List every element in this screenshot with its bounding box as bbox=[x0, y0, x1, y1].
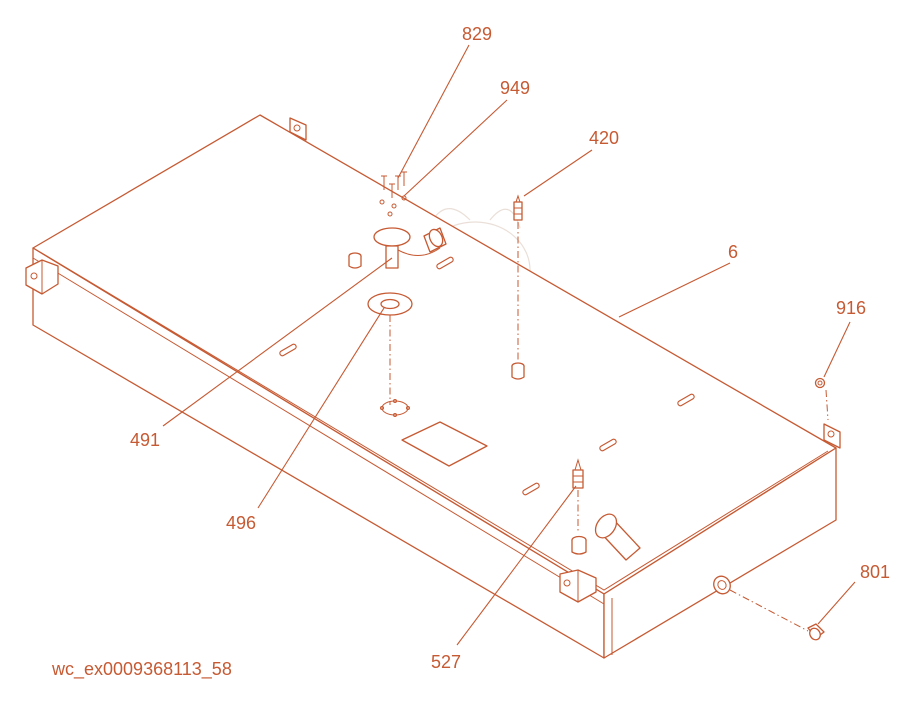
callout-491: 491 bbox=[130, 430, 160, 450]
access-plate bbox=[401, 421, 488, 467]
filler-neck bbox=[594, 513, 641, 561]
sender-gasket bbox=[367, 292, 413, 316]
tank-opening bbox=[380, 399, 410, 417]
callout-829: 829 bbox=[462, 24, 492, 44]
callout-527: 527 bbox=[431, 652, 461, 672]
mounting-bracket-left bbox=[25, 259, 59, 295]
leader-lines bbox=[162, 44, 856, 646]
cap-916 bbox=[814, 377, 826, 389]
top-inner-edge bbox=[39, 251, 829, 591]
tank-body bbox=[32, 114, 837, 659]
mounting-bracket-rear bbox=[289, 117, 307, 141]
mounting-bracket-front bbox=[559, 569, 597, 603]
fuel-sender-unit bbox=[348, 227, 447, 269]
callout-949: 949 bbox=[500, 78, 530, 98]
callout-6: 6 bbox=[728, 242, 738, 262]
drain-plug-axis bbox=[729, 589, 809, 632]
top-slots bbox=[279, 256, 695, 496]
callout-496: 496 bbox=[226, 513, 256, 533]
mounting-bracket-right bbox=[823, 423, 841, 449]
fitting-420 bbox=[513, 194, 523, 221]
callout-420: 420 bbox=[589, 128, 619, 148]
drawing-id: wc_ex0009368113_58 bbox=[51, 659, 232, 680]
fitting-420-boss bbox=[511, 362, 525, 380]
fitting-527 bbox=[572, 458, 584, 489]
tank-end-face bbox=[603, 447, 837, 659]
drain-plug-801 bbox=[807, 623, 825, 641]
callout-916: 916 bbox=[836, 298, 866, 318]
cap-916-axis bbox=[825, 389, 829, 421]
callout-labels: 829 949 420 6 916 491 496 527 801 wc_ex0… bbox=[51, 24, 890, 680]
front-panel-line bbox=[32, 257, 605, 605]
drain-boss bbox=[713, 575, 731, 595]
fitting-527-boss bbox=[571, 535, 587, 555]
sender-screws bbox=[379, 171, 407, 217]
callout-801: 801 bbox=[860, 562, 890, 582]
